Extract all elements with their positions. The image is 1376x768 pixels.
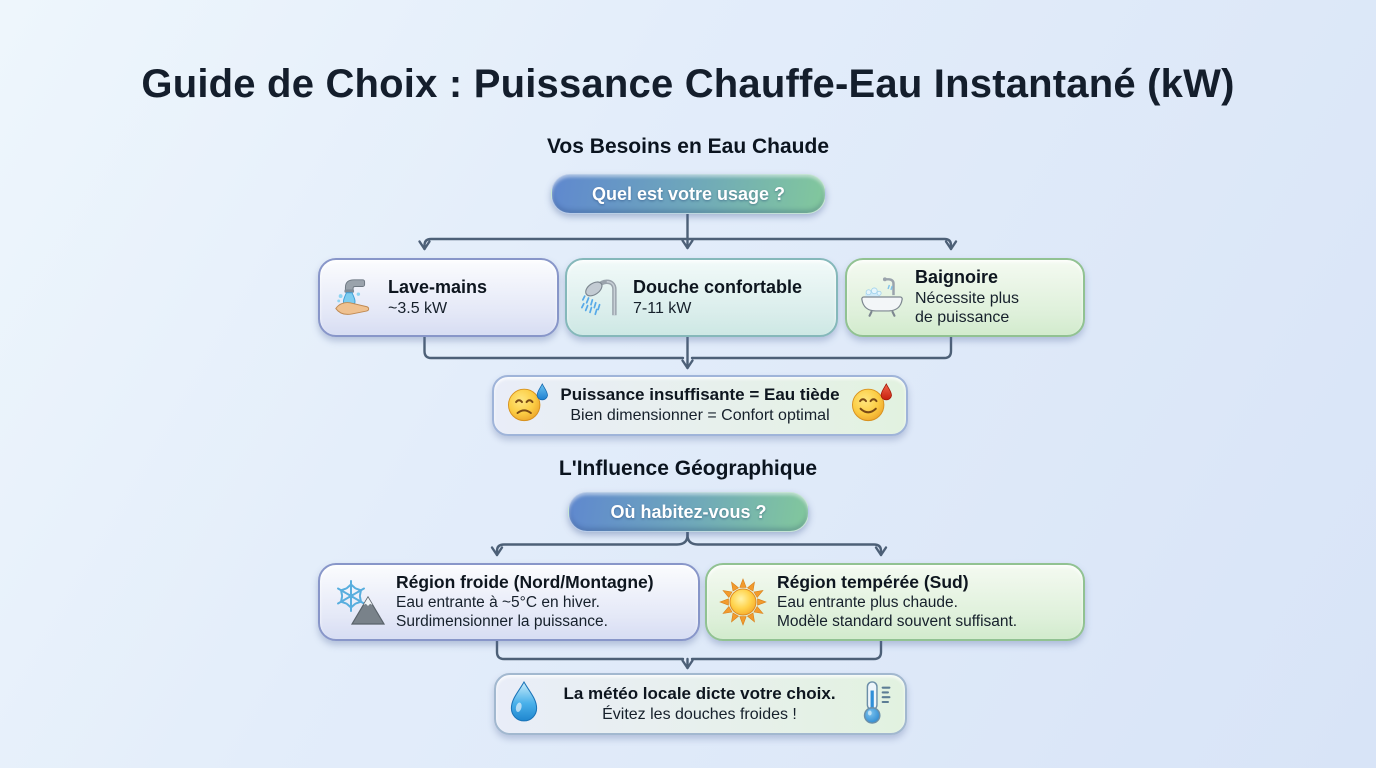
happy-hot-emoji	[850, 383, 894, 428]
option-card-douche: Douche confortable 7-11 kW	[565, 258, 838, 337]
option-title: Douche confortable	[633, 276, 803, 297]
usage-question-node: Quel est votre usage ?	[551, 174, 826, 214]
option-line: Eau entrante à ~5°C en hiver.	[396, 593, 600, 611]
option-line: Nécessite plus	[915, 289, 1020, 307]
geography-conclusion-node: La météo locale dicte votre choix. Évite…	[494, 673, 907, 735]
arrow-geo-right	[686, 528, 888, 557]
conclusion-line1: La météo locale dicte votre choix.	[563, 683, 836, 703]
conclusion-line1: Puissance insuffisante = Eau tiède	[560, 385, 840, 405]
usage-question-label: Quel est votre usage ?	[591, 183, 786, 204]
option-line: Surdimensionner la puissance.	[396, 612, 608, 630]
page-title: Guide de Choix : Puissance Chauffe-Eau I…	[141, 62, 1235, 106]
geography-question-label: Où habitez-vous ?	[610, 501, 767, 522]
option-line: Eau entrante plus chaude.	[777, 593, 958, 611]
hand-wash-icon	[332, 275, 378, 321]
arrow-usage-left	[418, 237, 689, 251]
option-card-region-temperee: Région tempérée (Sud) Eau entrante plus …	[705, 563, 1085, 641]
section-heading-usage: Vos Besoins en Eau Chaude	[546, 135, 829, 158]
option-line: ~3.5 kW	[388, 299, 448, 317]
bathtub-icon	[859, 275, 905, 321]
merge-usage-right	[690, 332, 953, 360]
conclusion-line2: Évitez les douches froides !	[602, 705, 797, 723]
option-title: Région tempérée (Sud)	[777, 572, 969, 593]
option-title: Lave-mains	[388, 276, 488, 297]
usage-conclusion-node: Puissance insuffisante = Eau tiède Bien …	[492, 375, 908, 436]
water-drop-icon	[508, 680, 540, 728]
merge-geo-right	[690, 636, 883, 661]
merge-geo-left	[495, 636, 685, 661]
geography-question-node: Où habitez-vous ?	[568, 492, 809, 532]
option-title: Région froide (Nord/Montagne)	[396, 572, 654, 593]
option-title: Baignoire	[915, 267, 999, 287]
option-line: 7-11 kW	[633, 299, 692, 317]
option-card-lave-mains: Lave-mains ~3.5 kW	[318, 258, 559, 337]
option-line: Modèle standard souvent suffisant.	[777, 612, 1018, 630]
option-card-region-froide: Région froide (Nord/Montagne) Eau entran…	[318, 563, 700, 641]
option-card-baignoire: Baignoire Nécessite plus de puissance	[845, 258, 1085, 337]
merge-usage-left	[423, 332, 685, 360]
arrow-geo-left	[490, 528, 689, 557]
shower-icon	[579, 276, 623, 320]
section-heading-geography: L'Influence Géographique	[558, 457, 818, 480]
thermometer-icon	[859, 680, 893, 729]
conclusion-line2: Bien dimensionner = Confort optimal	[570, 407, 830, 425]
option-line: de puissance	[915, 309, 1010, 327]
arrow-usage-right	[686, 237, 958, 251]
snowflake-mountain-icon	[332, 577, 386, 627]
sad-sweat-emoji	[506, 383, 550, 428]
sun-icon	[719, 578, 767, 626]
